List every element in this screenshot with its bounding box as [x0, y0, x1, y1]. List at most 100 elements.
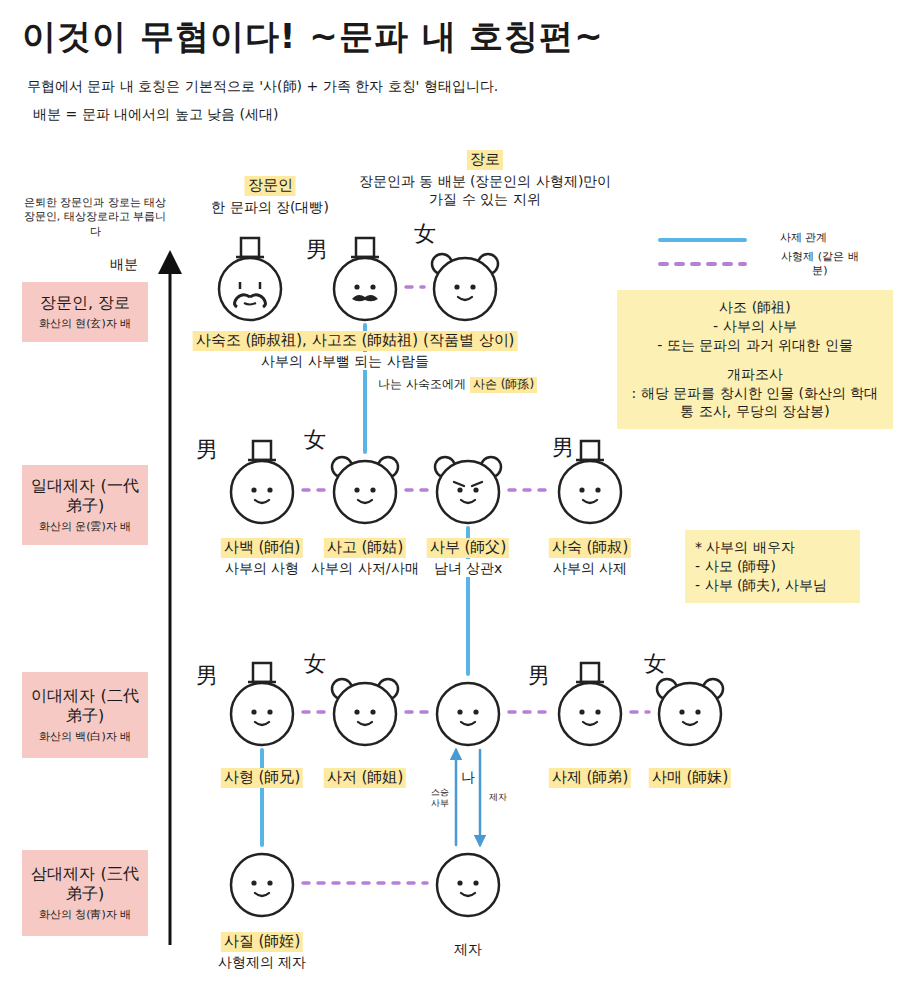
- title-label: 사부 (師父): [427, 538, 509, 558]
- sibling-line: [509, 488, 549, 492]
- edge-label: 제자: [488, 792, 508, 802]
- legend-text: 사형제 (같은 배분): [775, 250, 865, 279]
- master-disciple-line: [260, 750, 264, 845]
- face-drawing: [330, 252, 400, 322]
- band-title: 이대제자 (二代弟子): [28, 686, 142, 728]
- title-label: 장문인: [245, 176, 296, 196]
- band-subtitle: 화산의 현(玄)자 배: [39, 317, 132, 331]
- note-box: 사조 (師祖)- 사부의 사부- 또는 문파의 과거 위대한 인물개파조사: 해…: [617, 290, 893, 429]
- generation-axis: [169, 262, 172, 945]
- person-face: 사부 (師父)남녀 상관x: [433, 455, 503, 525]
- sibling-line: [509, 710, 549, 714]
- note-line: : 해당 문파를 창시한 인물 (화산의 학대통 조사, 무당의 장삼봉): [627, 384, 883, 422]
- band-title: 삼대제자 (三代弟子): [28, 864, 142, 906]
- title-label: 사제 (師弟): [549, 768, 631, 788]
- person-face: 장로장문인과 동 배분 (장문인의 사형제)만이 가질 수 있는 지위: [430, 252, 500, 322]
- description-label: 사부의 사저/사매: [309, 559, 420, 577]
- title-label: 사저 (師姐): [324, 768, 406, 788]
- face-drawing: [555, 455, 625, 525]
- person-face: 사제 (師弟): [555, 677, 625, 747]
- person-face: 사숙 (師叔)사부의 사제: [555, 455, 625, 525]
- gender-mark: 男: [552, 434, 574, 463]
- person-face: 사숙조 (師叔祖), 사고조 (師姑祖) (작품별 상이)사부의 사부뻘 되는 …: [330, 252, 400, 322]
- description-label: 사부의 사제: [551, 559, 629, 577]
- title-label: 사매 (師妹): [649, 768, 731, 788]
- diagram-title: 이것이 무협이다! ~문파 내 호칭편~: [22, 14, 604, 58]
- face-drawing: [227, 848, 297, 918]
- face-drawing: [433, 455, 503, 525]
- gender-mark: 女: [644, 650, 666, 679]
- note-line: * 사부의 배우자: [695, 538, 850, 557]
- band-title: 일대제자 (一代弟子): [28, 476, 142, 518]
- person-face: 장문인한 문파의 장(대빵): [215, 252, 285, 322]
- description-label: 제자: [452, 940, 484, 958]
- band-title: 장문인, 장로: [40, 293, 130, 314]
- sibling-line: [303, 710, 324, 714]
- person-face: 사고 (師姑)사부의 사저/사매: [330, 455, 400, 525]
- description-label: 사부의 사형: [223, 559, 301, 577]
- gender-mark: 女: [304, 650, 326, 679]
- band-subtitle: 화산의 운(雲)자 배: [39, 520, 132, 534]
- sibling-line: [406, 710, 427, 714]
- sibling-line: [631, 710, 649, 714]
- description-label: 한 문파의 장(대빵): [209, 198, 331, 216]
- gender-mark: 男: [528, 662, 550, 691]
- note-line: 개파조사: [627, 365, 883, 384]
- note-line: - 또는 문파의 과거 위대한 인물: [627, 336, 883, 355]
- description-label: 장문인과 동 배분 (장문인의 사형제)만이 가질 수 있는 지위: [348, 172, 622, 208]
- title-label: 장로: [467, 150, 503, 170]
- face-drawing: [655, 677, 725, 747]
- note-label: 사손 (師孫): [470, 377, 537, 393]
- person-face: 사백 (師伯)사부의 사형: [227, 455, 297, 525]
- face-drawing: [430, 252, 500, 322]
- face-drawing: [227, 455, 297, 525]
- note-line: - 사모 (師母): [695, 557, 850, 576]
- note-line: - 사부 (師夫), 사부님: [695, 576, 850, 595]
- note-label: 나는 사숙조에게: [378, 377, 466, 393]
- face-drawing: [433, 677, 503, 747]
- sibling-line: [406, 285, 424, 289]
- note-label: 배분 = 문파 내에서의 높고 낮음 (세대): [33, 105, 278, 123]
- title-label: 사질 (師姪): [221, 932, 303, 952]
- generation-band: 삼대제자 (三代弟子) 화산의 청(靑)자 배: [22, 850, 148, 936]
- note-label: 은퇴한 장문인과 장로는 태상장문인, 태상장로라고 부릅니다: [22, 196, 168, 239]
- face-drawing: [330, 455, 400, 525]
- description-label: 남녀 상관x: [432, 559, 505, 577]
- face-drawing: [555, 677, 625, 747]
- legend-text: 사제 관계: [780, 231, 828, 245]
- note-label: 무협에서 문파 내 호칭은 기본적으로 '사(師) + 가족 한자 호칭' 형태…: [27, 77, 498, 95]
- sibling-line: [303, 881, 427, 885]
- band-subtitle: 화산의 청(靑)자 배: [39, 908, 132, 922]
- person-face: 사질 (師姪)사형제의 제자: [227, 848, 297, 918]
- gender-mark: 男: [306, 236, 328, 265]
- title-label: 사숙조 (師叔祖), 사고조 (師姑祖) (작품별 상이): [193, 331, 518, 351]
- title-label: 사형 (師兄): [221, 768, 303, 788]
- legend-line-purple: [660, 262, 745, 266]
- sibling-line: [303, 488, 324, 492]
- generation-band: 일대제자 (一代弟子) 화산의 운(雲)자 배: [22, 465, 148, 545]
- gender-mark: 女: [414, 220, 436, 249]
- legend-line-blue: [660, 238, 745, 242]
- description-label: 나: [459, 768, 477, 786]
- person-face: 제자: [433, 848, 503, 918]
- band-subtitle: 화산의 백(白)자 배: [39, 730, 132, 744]
- generation-band: 이대제자 (二代弟子) 화산의 백(白)자 배: [22, 672, 148, 758]
- note-label: 배분: [110, 255, 138, 273]
- face-drawing: [215, 252, 285, 322]
- person-face: 사형 (師兄): [227, 677, 297, 747]
- edge-label: 스승 사부: [430, 787, 450, 808]
- master-disciple-line: [479, 750, 482, 845]
- person-face: 사저 (師姐): [330, 677, 400, 747]
- title-label: 사숙 (師叔): [549, 538, 631, 558]
- gender-mark: 女: [304, 426, 326, 455]
- person-face: 나: [433, 677, 503, 747]
- face-drawing: [330, 677, 400, 747]
- generation-band: 장문인, 장로화산의 현(玄)자 배: [22, 282, 148, 342]
- face-drawing: [433, 848, 503, 918]
- master-disciple-line: [455, 750, 458, 845]
- face-drawing: [227, 677, 297, 747]
- note-line: 사조 (師祖): [627, 298, 883, 317]
- description-label: 사부의 사부뻘 되는 사람들: [259, 352, 430, 370]
- gender-mark: 男: [196, 662, 218, 691]
